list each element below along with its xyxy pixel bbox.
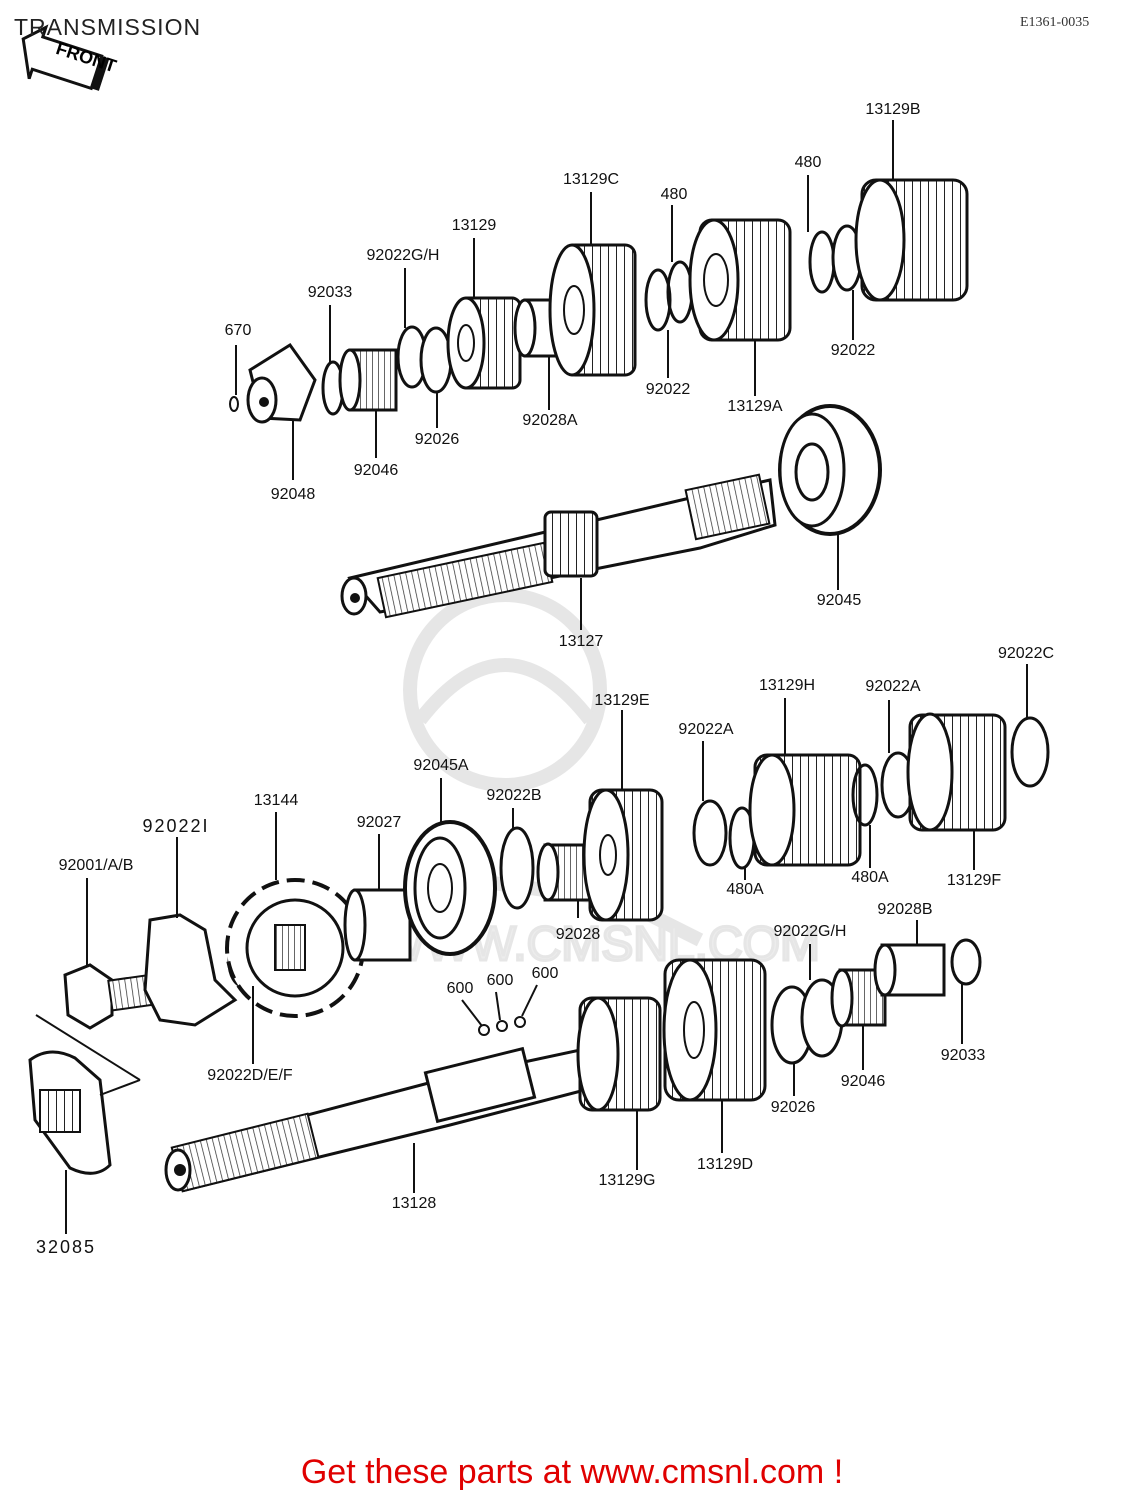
part-92046-needle-bearing-lower[interactable] [830,968,887,1028]
part-92028B-bushing[interactable] [873,943,946,997]
cta-link[interactable]: Get these parts at www.cmsnl.com ! [300,1453,844,1491]
callout-label[interactable]: 600 [486,972,514,989]
callout-label[interactable]: 92022C [997,645,1055,662]
part-13129H-gear[interactable] [748,753,862,867]
callout-label[interactable]: 13129H [758,677,816,694]
callout-label[interactable]: 670 [224,322,252,339]
callout-label[interactable]: 13129 [451,217,497,234]
callout-label[interactable]: 92022G/H [366,247,440,264]
front-arrow-icon [21,24,110,91]
part-13129F-gear[interactable] [906,712,1007,832]
callout-label[interactable]: 92022B [486,787,542,804]
part-13144-sprocket[interactable] [225,878,365,1018]
callout-label[interactable]: 92022D/E/F [207,1067,293,1084]
part-13127-shaft[interactable] [340,473,777,619]
callout-label[interactable]: 92022I [142,816,210,836]
callout-label[interactable]: 92033 [940,1047,986,1064]
part-92027-collar[interactable] [343,888,412,962]
part-13129G-gear[interactable] [576,996,662,1112]
part-92026-washer[interactable] [419,326,453,394]
footer-cta[interactable]: Get these parts at www.cmsnl.com ! [0,1453,1144,1492]
part-670-ring[interactable] [229,396,239,412]
page-title: TRANSMISSION [14,14,202,40]
callout-label[interactable]: 13129G [598,1172,656,1189]
leader-lines [65,120,1028,1234]
callout-label[interactable]: 13129C [562,171,620,188]
part-92022-washer[interactable] [644,268,672,332]
part-13128-shaft[interactable] [164,1046,587,1193]
callout-label[interactable]: 13129E [594,692,650,709]
part-600-ball-1[interactable] [478,1024,490,1036]
callout-label[interactable]: 92022A [678,721,734,738]
callout-label[interactable]: 32085 [35,1237,97,1257]
part-92033-circlip-lower[interactable] [950,938,982,986]
part-92048-cap[interactable] [246,342,317,424]
callout-label[interactable]: 92048 [270,486,316,503]
part-13129-gear[interactable] [446,296,522,390]
callout-label[interactable]: 92028 [555,926,601,943]
callout-label[interactable]: 92022 [830,342,876,359]
callout-label[interactable]: 92026 [414,431,460,448]
part-92046-needle-bearing[interactable] [338,348,398,412]
part-32085-cover[interactable] [28,1050,112,1175]
callout-label[interactable]: 92045 [816,592,862,609]
part-13129A-gear[interactable] [688,218,792,342]
part-600-ball-2[interactable] [496,1020,508,1032]
callout-label[interactable]: 480 [794,154,822,171]
callout-label[interactable]: 92027 [356,814,402,831]
callout-label[interactable]: 13129B [865,101,921,118]
callout-label[interactable]: 13129D [696,1156,754,1173]
part-92022B-washer[interactable] [499,826,535,910]
callout-label[interactable]: 600 [446,980,474,997]
callout-label[interactable]: 92001/A/B [58,857,134,874]
part-92045-bearing[interactable] [778,404,882,536]
part-480-circlip-upper[interactable] [808,230,836,294]
part-480A-circlip-right[interactable] [851,763,879,827]
callout-label[interactable]: 13144 [253,792,299,809]
part-92022I-lock-washer[interactable] [143,913,238,1027]
callout-label[interactable]: 92046 [353,462,399,479]
part-13129D-gear[interactable] [662,958,767,1102]
callout-label[interactable]: 13128 [391,1195,437,1212]
callout-label[interactable]: 13129A [727,398,783,415]
callout-label[interactable]: 92046 [840,1073,886,1090]
callout-label[interactable]: 92026 [770,1099,816,1116]
callout-label[interactable]: 13127 [558,633,604,650]
callout-label[interactable]: 600 [531,965,559,982]
callout-label[interactable]: 480A [851,869,889,886]
part-13129C-gear[interactable] [548,243,637,377]
part-92045A-bearing[interactable] [403,820,497,956]
callout-label[interactable]: 13129F [946,872,1002,889]
part-13129E-gear[interactable] [582,788,664,922]
part-13129B-gear[interactable] [854,178,969,302]
callout-label[interactable]: 92033 [307,284,353,301]
part-600-ball-3[interactable] [514,1016,526,1028]
diagram-code: E1361-0035 [1020,15,1090,30]
callout-label[interactable]: 480A [726,881,764,898]
callout-label[interactable]: 92028A [522,412,578,429]
callout-label[interactable]: 480 [660,186,688,203]
callout-label[interactable]: 92028B [877,901,933,918]
callout-label[interactable]: 92022 [645,381,691,398]
callout-label[interactable]: 92022G/H [773,923,847,940]
part-92022C-washer[interactable] [1010,716,1050,788]
part-480-circlip[interactable] [666,260,694,324]
part-92022A-washer[interactable] [692,799,728,867]
callout-label[interactable]: 92022A [865,678,921,695]
callout-label[interactable]: 92045A [413,757,469,774]
